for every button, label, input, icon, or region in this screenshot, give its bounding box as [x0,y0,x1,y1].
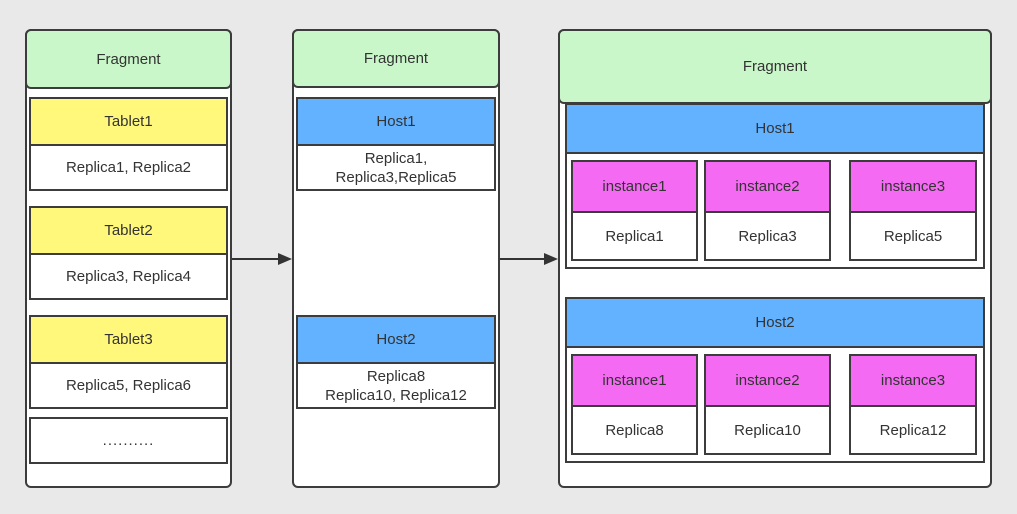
arrow-2 [500,253,558,265]
tablet-1-header: Tablet1 [29,97,228,146]
host-2-instance-1-replica: Replica8 [571,405,698,455]
host-1-instance-1-replica: Replica1 [571,211,698,261]
host-2-header: Host2 [296,315,496,364]
host-2-replicas: Replica8 Replica10, Replica12 [296,362,496,409]
tablet-3-header: Tablet3 [29,315,228,364]
fragment-header: Fragment [292,29,500,88]
tablet-1-replicas: Replica1, Replica2 [29,144,228,191]
host-2-instance-3: instance3 [849,354,977,407]
host-2-group-header: Host2 [565,297,985,348]
host-1-header: Host1 [296,97,496,146]
host-2-instance-3-replica: Replica12 [849,405,977,455]
host-2-instance-2-replica: Replica10 [704,405,831,455]
host-1-instance-1: instance1 [571,160,698,213]
host-1-group-header: Host1 [565,103,985,154]
host-1-replicas-line1: Replica1, [364,149,428,167]
host-1-replicas: Replica1, Replica3,Replica5 [296,144,496,191]
tablet-3-replicas: Replica5, Replica6 [29,362,228,409]
host-2-replicas-line2: Replica10, Replica12 [325,386,467,404]
host-1-replicas-line2: Replica3,Replica5 [335,168,457,186]
tablet-2-replicas: Replica3, Replica4 [29,253,228,300]
fragment-header: Fragment [25,29,232,89]
ellipsis-box: .......... [29,417,228,464]
host-2-replicas-line1: Replica8 [366,367,426,385]
host-1-instance-3-replica: Replica5 [849,211,977,261]
host-1-instance-2-replica: Replica3 [704,211,831,261]
arrow-1 [232,253,292,265]
